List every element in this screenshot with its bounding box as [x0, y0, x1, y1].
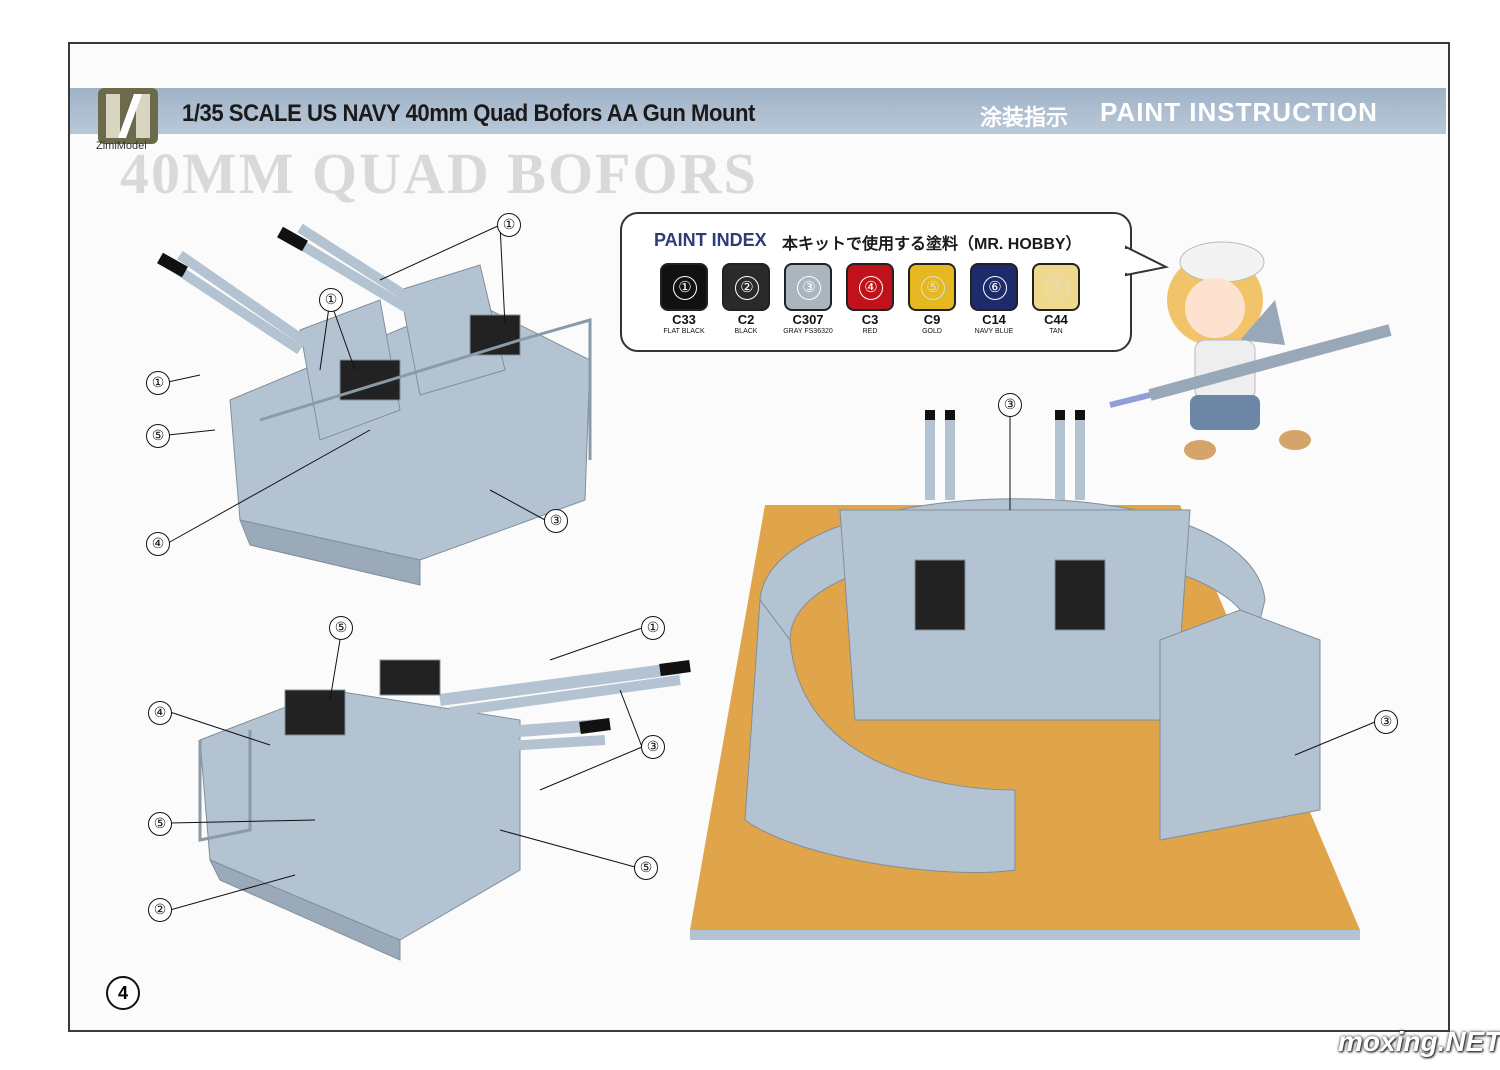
- callout-5: ⑤: [634, 856, 658, 880]
- callout-5: ⑤: [148, 812, 172, 836]
- gun-tub: [744, 410, 1321, 874]
- paint-code: C2: [737, 312, 755, 327]
- callout-3: ③: [641, 735, 665, 759]
- paint-swatch-number: ①: [673, 276, 697, 300]
- paint-name: GRAY FS36320: [783, 328, 833, 335]
- callout-5: ⑤: [329, 616, 353, 640]
- paint-name: BLACK: [734, 328, 758, 335]
- mascot-character: [1109, 241, 1392, 460]
- paint-swatch-number: ②: [735, 276, 759, 300]
- paint-code: C33: [672, 312, 696, 327]
- paint-swatch: ④: [846, 263, 894, 311]
- paint-code: C14: [982, 312, 1006, 327]
- paint-name: FLAT BLACK: [663, 328, 705, 335]
- title-chinese: 涂装指示: [980, 105, 1069, 130]
- paint-swatch: ⑥: [970, 263, 1018, 311]
- paint-code: C3: [861, 312, 879, 327]
- paint-swatch: ①: [660, 263, 708, 311]
- title-paint-instruction: PAINT INSTRUCTION: [1100, 97, 1378, 127]
- callout-1: ①: [146, 371, 170, 395]
- paint-name: TAN: [1049, 328, 1063, 335]
- callout-3: ③: [1374, 710, 1398, 734]
- paint-swatch: ③: [784, 263, 832, 311]
- gun-mount-bottom-left: [198, 659, 691, 961]
- logo-text: ZimiModel: [96, 140, 147, 152]
- paint-index-subtitle: 本キットで使用する塗料（MR. HOBBY）: [782, 236, 1082, 253]
- paint-swatch-number: ④: [859, 276, 883, 300]
- paint-swatch-number: ⑦: [1045, 276, 1069, 300]
- paint-swatch: ⑦: [1032, 263, 1080, 311]
- gun-mount-top-left: [157, 223, 592, 586]
- page-title: 1/35 SCALE US NAVY 40mm Quad Bofors AA G…: [182, 100, 755, 127]
- site-watermark: moxing.NET: [1338, 1026, 1500, 1057]
- paint-swatch-number: ⑤: [921, 276, 945, 300]
- callout-2: ②: [148, 898, 172, 922]
- paint-swatch: ②: [722, 263, 770, 311]
- paint-name: RED: [862, 328, 878, 335]
- paint-code: C9: [923, 312, 941, 327]
- header-band: [70, 88, 1446, 134]
- callout-1: ①: [641, 616, 665, 640]
- callout-1: ①: [319, 288, 343, 312]
- paint-swatch-number: ③: [797, 276, 821, 300]
- callout-3: ③: [998, 393, 1022, 417]
- background-watermark: 40MM QUAD BOFORS: [120, 141, 758, 206]
- paint-swatch: ⑤: [908, 263, 956, 311]
- paint-swatch-number: ⑥: [983, 276, 1007, 300]
- paint-name: NAVY BLUE: [974, 328, 1014, 335]
- callout-5: ⑤: [146, 424, 170, 448]
- page-number: 4: [106, 976, 140, 1010]
- paint-name: GOLD: [922, 328, 942, 335]
- leader-lines: [167, 224, 1376, 911]
- speech-bubble-tail-icon: [1124, 245, 1170, 277]
- paint-index-title: PAINT INDEX: [654, 230, 767, 250]
- callout-4: ④: [148, 701, 172, 725]
- zimi-logo-icon: [98, 88, 158, 144]
- paint-code: C307: [792, 312, 824, 327]
- callout-1: ①: [497, 213, 521, 237]
- paint-code: C44: [1044, 312, 1068, 327]
- callout-3: ③: [544, 509, 568, 533]
- callout-4: ④: [146, 532, 170, 556]
